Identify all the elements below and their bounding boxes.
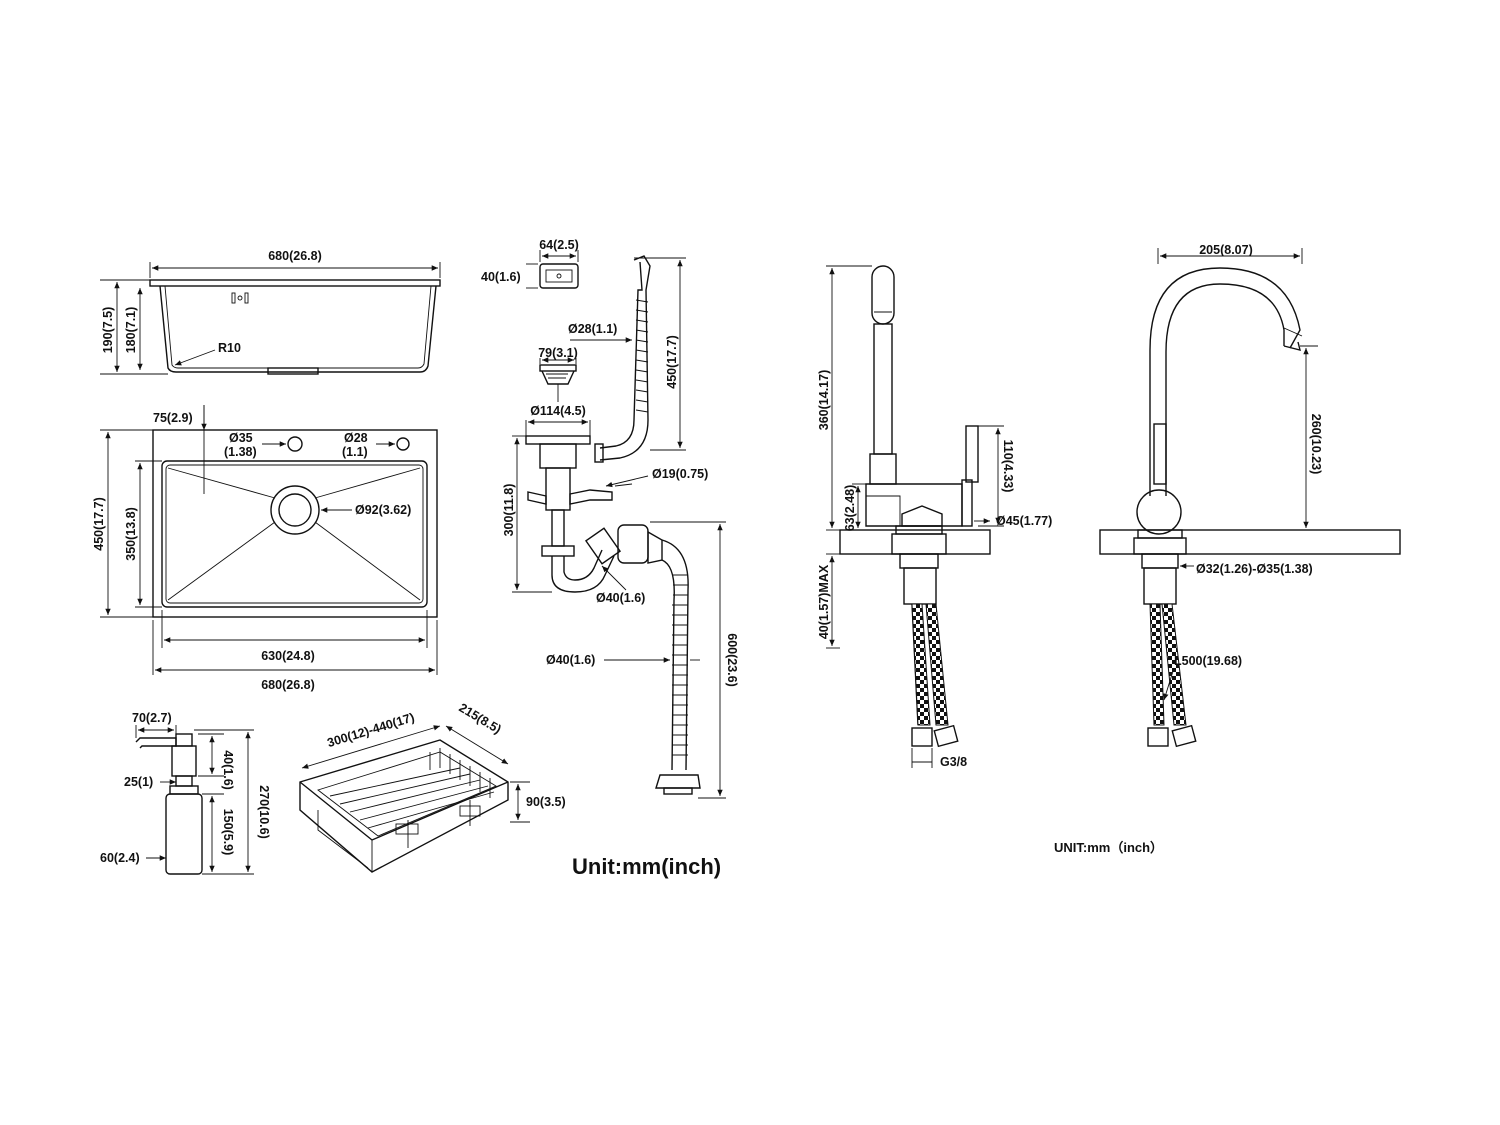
- sink-inner-depth: 350(13.8): [124, 507, 138, 561]
- sink-inner-height: 180(7.1): [124, 307, 138, 354]
- pipe-height: 300(11.8): [502, 484, 516, 537]
- trap-dia: Ø40(1.6): [596, 591, 645, 605]
- overflow-height: 40(1.6): [481, 270, 521, 284]
- drain-hole-icon: [270, 485, 320, 535]
- drain-total-length: 600(23.6): [725, 633, 739, 687]
- sink-outer-depth: 450(17.7): [92, 497, 106, 551]
- overflow-width: 64(2.5): [539, 238, 579, 252]
- unit-label-left: Unit:mm(inch): [572, 854, 721, 879]
- sink-top-offset: 75(2.9): [153, 411, 193, 425]
- drain-dia: Ø92(3.62): [355, 503, 411, 517]
- basket-height: 90(3.5): [526, 795, 566, 809]
- faucet-height: 360(14.17): [817, 370, 831, 430]
- side-inlet-dia: Ø19(0.75): [652, 467, 708, 481]
- faucet-side-view: 360(14.17) 110(4.33) 63(2.48) Ø45(1.77) …: [817, 265, 1052, 769]
- basket-width: 215(8.5): [456, 701, 503, 737]
- faucet-hole-icon: [287, 436, 303, 452]
- dish-basket: 300(12)-440(17) 215(8.5) 90(3.5): [299, 701, 566, 873]
- base-dia: Ø45(1.77): [996, 514, 1052, 528]
- hole1-dia: Ø35: [229, 431, 253, 445]
- sink-side-width: 680(26.8): [268, 249, 322, 263]
- overflow-hose-dia: Ø28(1.1): [568, 322, 617, 336]
- dispenser-total-height: 270(10.6): [257, 785, 271, 839]
- basket-length: 300(12)-440(17): [326, 710, 416, 750]
- spout-height: 260(10.23): [1309, 414, 1323, 474]
- head-height: 40(1.6): [221, 750, 235, 790]
- hole2-dia: Ø28: [344, 431, 368, 445]
- outlet-dia: Ø40(1.6): [546, 653, 595, 667]
- strainer-basket-icon: [539, 364, 577, 402]
- hole2-inch: (1.1): [342, 445, 368, 459]
- overflow-cover-icon: [539, 263, 579, 289]
- sink-top-view: 75(2.9) Ø35 (1.38) Ø28 (1.1) Ø92(3.62) 4…: [92, 405, 438, 692]
- dispenser-hole-icon: [396, 437, 410, 451]
- unit-label-right: UNIT:mm（inch）: [1054, 840, 1163, 855]
- soap-dispenser: 70(2.7) 25(1) 40(1.6) 150(5.9) 270(10.6)…: [100, 711, 271, 875]
- hole1-inch: (1.38): [224, 445, 257, 459]
- faucet-reach: 205(8.07): [1199, 243, 1253, 257]
- faucet-front-view: 205(8.07) 260(10.23) Ø32(1.26)-Ø35(1.38)…: [1054, 243, 1401, 855]
- drain-assembly: 64(2.5) 40(1.6) 450(17.7) Ø28(1.1): [481, 238, 739, 879]
- sink-radius: R10: [218, 341, 241, 355]
- flange-dia: Ø114(4.5): [530, 404, 586, 418]
- countertop-front: [1099, 529, 1401, 555]
- sink-side-view: 680(26.8) 190(7.5) 180(7.1) R10: [100, 249, 441, 375]
- spout-length: 70(2.7): [132, 711, 172, 725]
- max-thickness: 40(1.57)MAX: [817, 564, 831, 639]
- thread-size: G3/8: [940, 755, 967, 769]
- base-height: 63(2.48): [843, 485, 857, 532]
- sink-inner-width: 630(24.8): [261, 649, 315, 663]
- sink-outer-width: 680(26.8): [261, 678, 315, 692]
- neck-height: 25(1): [124, 775, 153, 789]
- lever-height: 110(4.33): [1001, 440, 1015, 493]
- sink-outer-height: 190(7.5): [101, 307, 115, 354]
- trap-elbow: [584, 524, 663, 565]
- bottle-dia: 60(2.4): [100, 851, 140, 865]
- bottle-height: 150(5.9): [221, 809, 235, 856]
- hole-range: Ø32(1.26)-Ø35(1.38): [1196, 562, 1313, 576]
- hose-length-front: L500(19.68): [1174, 654, 1242, 668]
- hose-length: 450(17.7): [665, 335, 679, 389]
- strainer-dia: 79(3.1): [538, 346, 578, 360]
- overflow-slots-icon: [231, 292, 249, 304]
